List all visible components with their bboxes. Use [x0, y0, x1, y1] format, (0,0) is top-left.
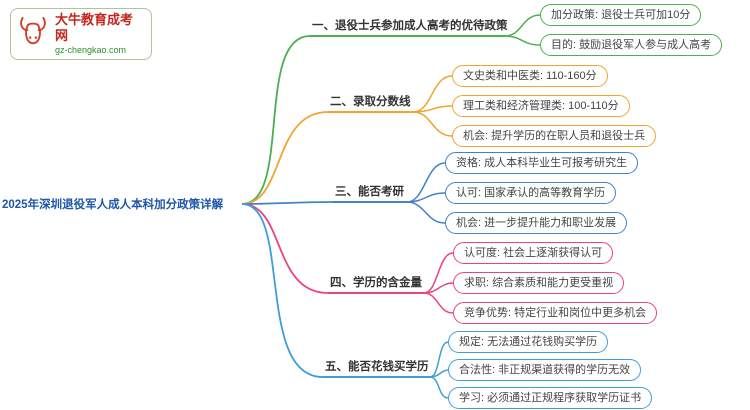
leaf-node: 合法性: 非正规渠道获得的学历无效: [448, 359, 642, 381]
leaf-node: 求职: 综合素质和能力更受重视: [453, 272, 625, 294]
branch-label-4: 四、学历的含金量: [330, 277, 422, 289]
root-node: 2025年深圳退役军人成人本科加分政策详解: [2, 199, 224, 211]
leaf-node: 认可: 国家承认的高等教育学历: [445, 182, 617, 204]
leaf-node: 规定: 无法通过花钱购买学历: [448, 331, 609, 353]
branch-label-5: 五、能否花钱买学历: [325, 361, 429, 373]
leaf-node: 机会: 提升学历的在职人员和退役士兵: [452, 125, 657, 147]
bull-icon: [17, 15, 49, 54]
logo-title: 大牛教育成考网: [55, 12, 134, 43]
branch-label-2: 二、录取分数线: [330, 96, 411, 108]
leaf-node: 理工类和经济管理类: 100-110分: [452, 95, 630, 117]
leaf-node: 认可度: 社会上逐渐获得认可: [453, 242, 614, 264]
leaf-node: 资格: 成人本科毕业生可报考研究生: [445, 152, 639, 174]
site-logo: 大牛教育成考网 gz-chengkao.com: [10, 8, 152, 60]
leaf-node: 加分政策: 退役士兵可加10分: [540, 4, 702, 26]
leaf-node: 目的: 鼓励退役军人参与成人高考: [540, 34, 723, 56]
leaf-node: 机会: 进一步提升能力和职业发展: [445, 212, 628, 234]
logo-subtitle: gz-chengkao.com: [55, 45, 127, 55]
branch-label-1: 一、退役士兵参加成人高考的优待政策: [312, 20, 508, 32]
leaf-node: 文史类和中医类: 110-160分: [452, 65, 608, 87]
leaf-node: 竞争优势: 特定行业和岗位中更多机会: [453, 302, 658, 324]
branch-label-3: 三、能否考研: [335, 186, 404, 198]
leaf-node: 学习: 必须通过正规程序获取学历证书: [448, 387, 653, 409]
